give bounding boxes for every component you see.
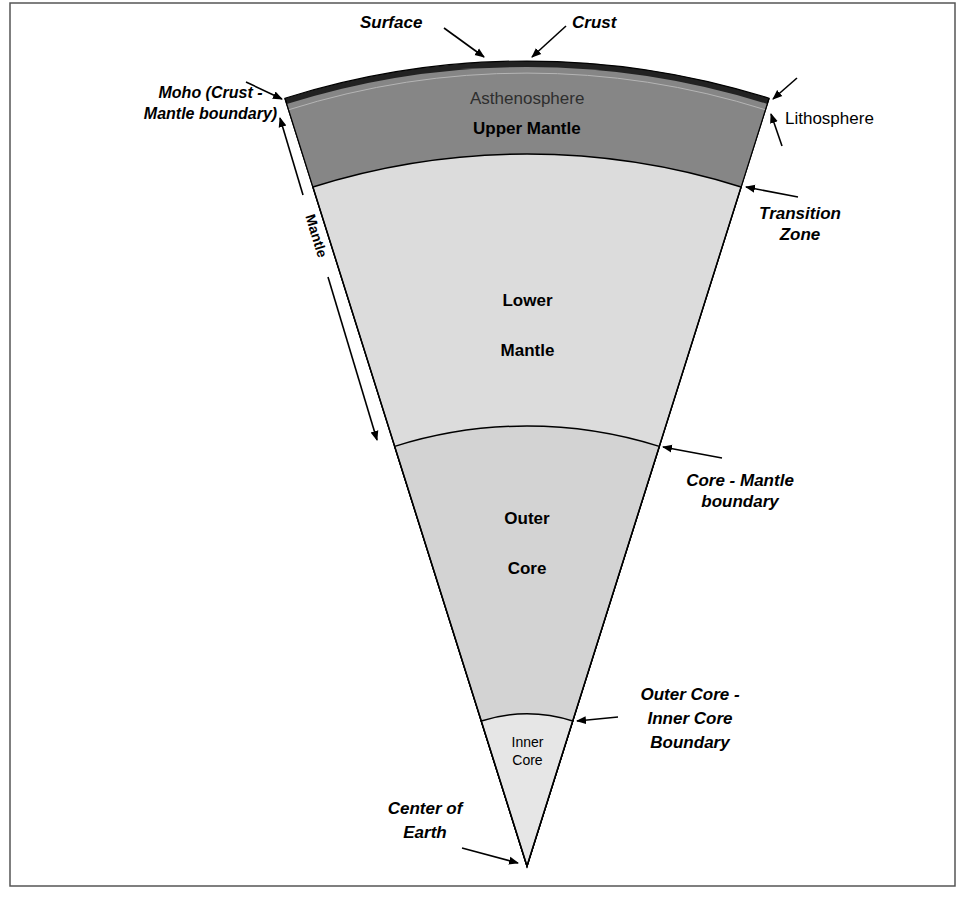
layer-label: Asthenosphere: [470, 88, 584, 109]
layer-label: Outer Core: [497, 494, 557, 594]
leader-arrows: [246, 26, 798, 863]
crust-band: [285, 61, 769, 866]
layer-label: Lower Mantle: [490, 276, 565, 376]
core-mantle-arrow: [663, 447, 722, 458]
lithosphere-line: [289, 73, 766, 110]
callout-label: Moho (Crust - Mantle boundary): [138, 82, 283, 124]
surface-arrow: [444, 28, 484, 57]
lithosphere-arrow-top: [773, 78, 797, 99]
mantle-span-arrow-bottom: [328, 277, 377, 440]
transition-zone-arrow: [746, 187, 798, 197]
inner-core-boundary-arrow: [577, 717, 618, 721]
layer-label: Inner Core: [505, 733, 550, 769]
frame: [10, 3, 955, 886]
center-arrow: [462, 848, 518, 863]
callout-label: Lithosphere: [785, 108, 874, 129]
callout-label: Outer Core - Inner Core Boundary: [630, 683, 750, 755]
callout-label: Crust: [572, 12, 616, 33]
layer-label: Upper Mantle: [473, 118, 581, 139]
callout-label: Transition Zone: [750, 203, 850, 245]
mantle-span-arrow-top: [280, 118, 303, 195]
crust-arrow: [532, 26, 566, 57]
inner-core-band: [481, 714, 572, 866]
callout-label: Center of Earth: [380, 797, 470, 845]
lower-mantle-band: [313, 154, 741, 866]
callout-label: Surface: [360, 12, 422, 33]
lithosphere-arrow-bottom: [771, 114, 782, 146]
upper-mantle-band: [287, 67, 768, 866]
callout-label: Core - Mantle boundary: [675, 470, 805, 512]
